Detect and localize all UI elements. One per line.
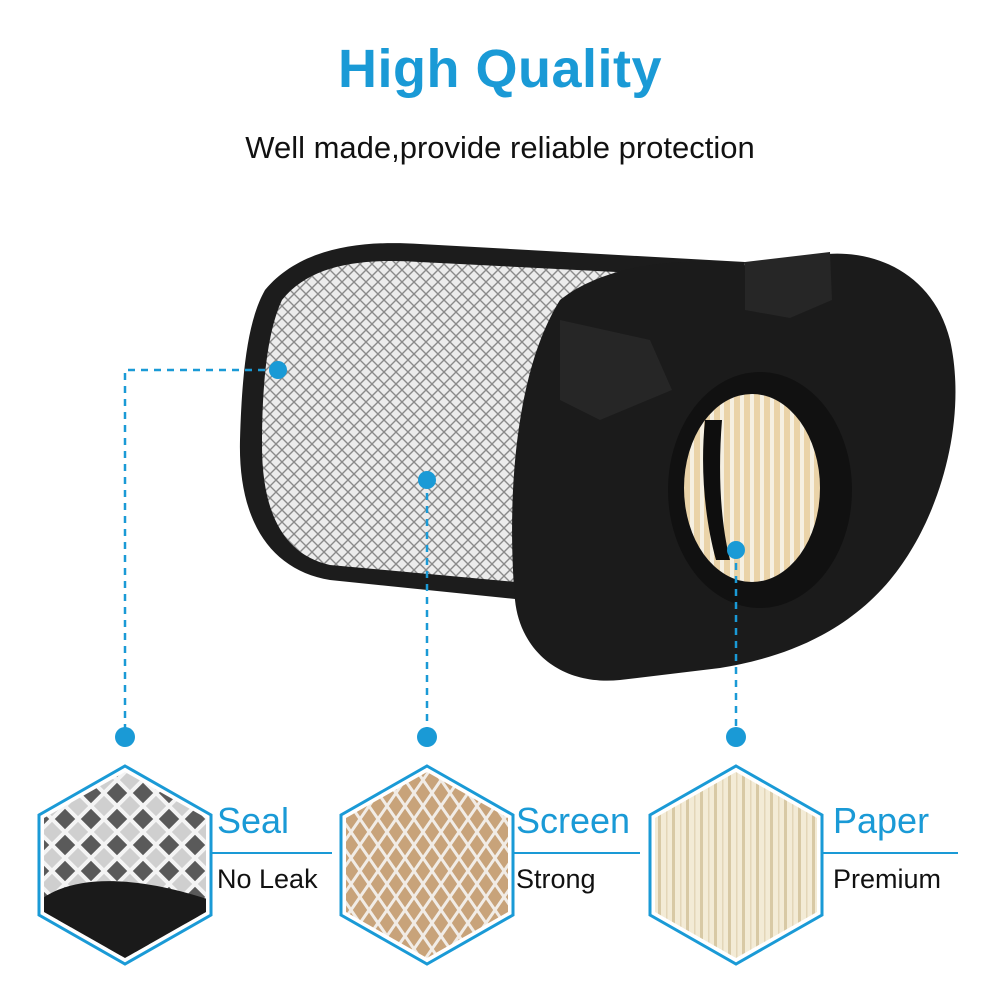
callout-lines [123,368,738,737]
paper-hexagon-icon [648,764,824,966]
paper-label: Paper [833,800,930,841]
screen-sublabel: Strong [516,864,596,894]
headline: High Quality [337,39,662,99]
paper-sublabel: Premium [833,864,942,894]
screen-hexagon-icon [339,764,515,966]
seal-sublabel: No Leak [217,864,318,894]
screen-label: Screen [516,800,631,841]
seal-label: Seal [217,800,290,841]
callout-dots [115,361,746,747]
tagline: Well made,provide reliable protection [245,130,755,165]
seal-hexagon-icon [37,764,213,966]
air-filter [239,243,956,681]
